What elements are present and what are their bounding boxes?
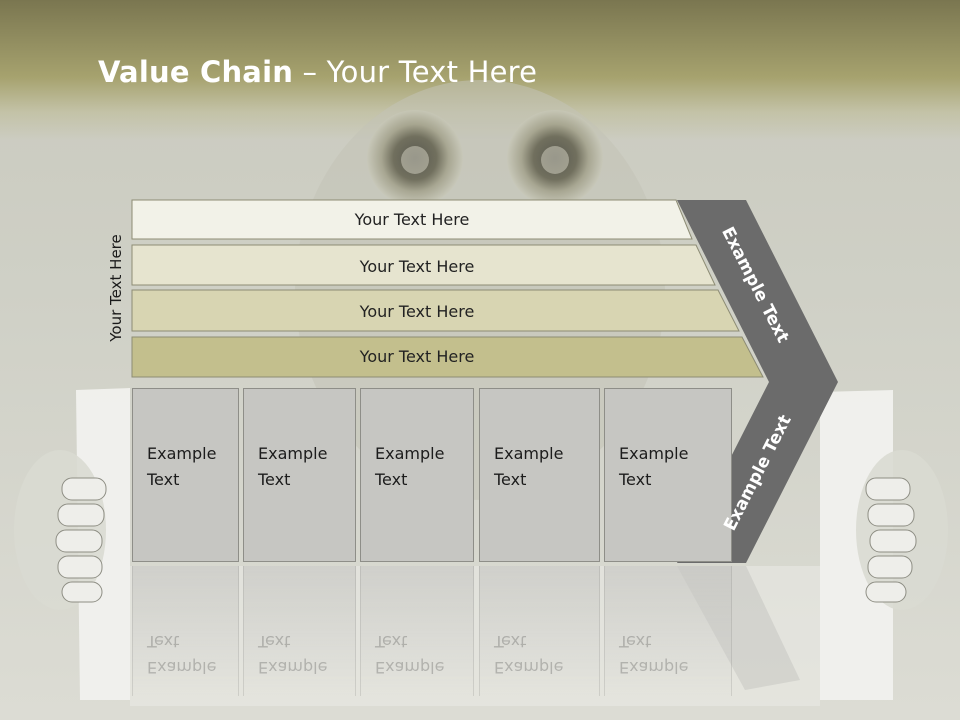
value-row-4: Your Text Here <box>359 346 475 366</box>
value-row-3: Your Text Here <box>359 301 475 321</box>
row-shape-4 <box>131 336 764 378</box>
value-row-1: Your Text Here <box>354 209 470 229</box>
row-shape-1 <box>131 199 693 240</box>
row-shape-2 <box>131 244 716 286</box>
chevron-arrow <box>677 200 838 563</box>
row-shape-3 <box>131 289 740 332</box>
value-row-2: Your Text Here <box>359 256 475 276</box>
title-bold: Value Chain <box>98 55 294 89</box>
slide-title: Value Chain – Your Text Here <box>98 55 537 89</box>
title-rest: – Your Text Here <box>293 55 538 89</box>
